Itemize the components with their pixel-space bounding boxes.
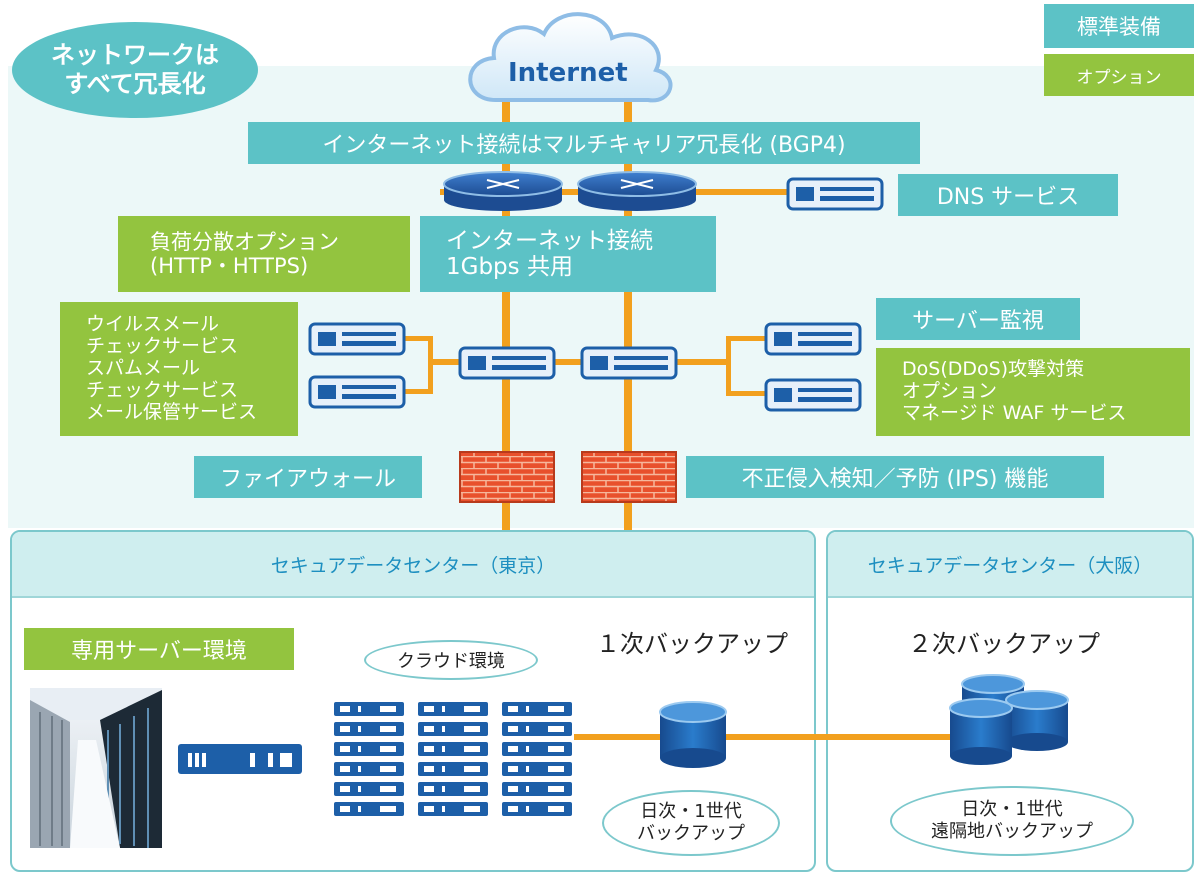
secondary-backup-database-icon — [949, 674, 1069, 765]
mail-services-label: ウイルスメール チェックサービス スパムメール チェックサービス メール保管サー… — [60, 302, 298, 436]
server-room-photo-icon — [30, 688, 162, 848]
mail-line-4: チェックサービス — [86, 378, 239, 401]
monitor-server-line-1 — [726, 336, 768, 341]
mail-server-line-1 — [400, 336, 430, 341]
cloud-environment-text: クラウド環境 — [397, 651, 505, 672]
dos-line-2: オプション — [902, 380, 998, 403]
legend-option: オプション — [1044, 54, 1194, 96]
secondary-backup-note-1: 日次・1世代 — [961, 799, 1063, 821]
rack-slot-highlights — [340, 706, 564, 812]
mail-line-5: メール保管サービス — [86, 400, 258, 423]
primary-backup-database-icon — [659, 701, 727, 768]
osaka-datacenter-header: セキュアデータセンター（大阪） — [828, 532, 1192, 598]
load-balance-line-2: (HTTP・HTTPS) — [150, 254, 309, 278]
legend-standard: 標準装備 — [1044, 4, 1194, 48]
router-icon-left — [443, 171, 563, 211]
connection-line-2: 1Gbps 共用 — [446, 254, 573, 280]
connection-label: インターネット接続 1Gbps 共用 — [420, 216, 716, 292]
monitor-server-line-2 — [726, 391, 768, 396]
primary-backup-note: 日次・1世代 バックアップ — [602, 790, 780, 856]
mail-line-3: スパムメール — [86, 357, 201, 380]
monitor-server-icon-1 — [764, 322, 862, 356]
switch-icon-right — [580, 346, 678, 380]
primary-backup-note-2: バックアップ — [637, 823, 745, 844]
connection-line-1: インターネット接続 — [446, 227, 653, 254]
tokyo-datacenter-header: セキュアデータセンター（東京） — [12, 532, 814, 598]
secondary-backup-title: ２次バックアップ — [908, 630, 1100, 658]
firewall-icon-left — [459, 451, 555, 503]
internet-label: Internet — [508, 58, 628, 88]
mail-server-line-2 — [400, 389, 430, 394]
mail-line-2: チェックサービス — [86, 335, 239, 358]
bubble-line-1: ネットワークは — [51, 41, 219, 70]
cloud-rack-icon-3 — [502, 702, 572, 816]
mail-to-switch-line — [428, 359, 462, 365]
load-balance-line-1: 負荷分散オプション — [150, 229, 339, 254]
mail-server-icon-2 — [308, 375, 406, 409]
mail-server-riser — [428, 336, 433, 394]
internet-cloud-icon — [468, 12, 673, 103]
router-icon-right — [577, 171, 697, 211]
primary-backup-title: １次バックアップ — [596, 630, 788, 658]
monitor-server-icon-2 — [764, 378, 862, 412]
mail-server-icon-1 — [308, 322, 406, 356]
firewall-label: ファイアウォール — [194, 456, 422, 498]
secondary-backup-note: 日次・1世代 遠隔地バックアップ — [890, 786, 1134, 856]
left-trunk-line — [502, 96, 510, 532]
dedicated-server-label: 専用サーバー環境 — [24, 628, 294, 670]
cloud-to-backup-line-front — [574, 734, 664, 740]
tokyo-to-osaka-line-front — [724, 734, 956, 740]
dos-line-1: DoS(DDoS)攻撃対策 — [902, 358, 1085, 381]
switch-link-line — [550, 359, 584, 365]
monitor-server-riser — [726, 336, 731, 396]
bgp-label: インターネット接続はマルチキャリア冗長化 (BGP4) — [248, 122, 920, 164]
dos-label: DoS(DDoS)攻撃対策 オプション マネージド WAF サービス — [876, 348, 1190, 436]
ips-label: 不正侵入検知／予防 (IPS) 機能 — [686, 456, 1104, 498]
cloud-environment-label: クラウド環境 — [364, 640, 538, 680]
dedicated-server-icon — [178, 744, 302, 774]
secondary-backup-note-2: 遠隔地バックアップ — [931, 821, 1093, 842]
switch-to-monitor-line — [672, 359, 730, 365]
primary-backup-note-1: 日次・1世代 — [640, 801, 742, 823]
dos-line-3: マネージド WAF サービス — [902, 401, 1127, 424]
dns-label: DNS サービス — [898, 174, 1118, 216]
bubble-line-2: すべて冗長化 — [64, 70, 206, 98]
firewall-icon-right — [581, 451, 677, 503]
cloud-rack-icon-2 — [418, 702, 488, 816]
mail-line-1: ウイルスメール — [86, 313, 220, 336]
cloud-rack-icon-1 — [334, 702, 404, 816]
dns-server-icon — [786, 177, 884, 211]
switch-icon-left — [458, 346, 556, 380]
redundancy-bubble: ネットワークは すべて冗長化 — [12, 22, 258, 118]
right-trunk-line — [624, 96, 632, 532]
monitoring-label: サーバー監視 — [876, 298, 1080, 340]
load-balance-label: 負荷分散オプション (HTTP・HTTPS) — [118, 216, 410, 292]
